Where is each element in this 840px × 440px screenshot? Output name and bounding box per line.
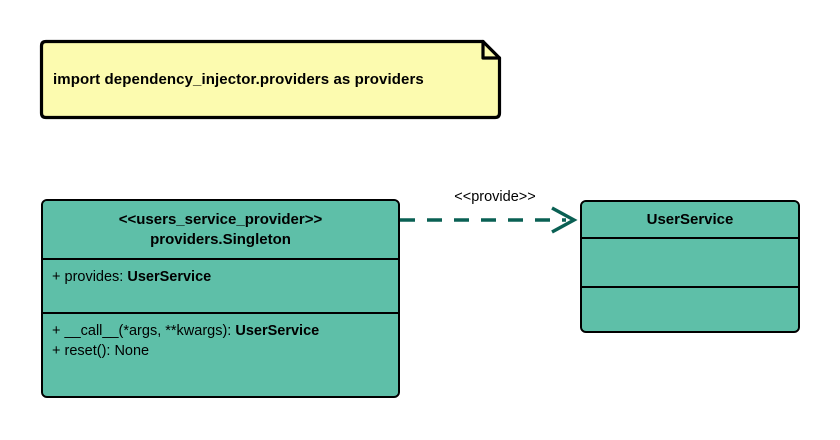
class-stereotype: <<users_service_provider>> xyxy=(118,210,323,228)
attribute-row: + provides: UserService xyxy=(52,267,398,287)
class-attributes-compartment xyxy=(582,237,798,286)
note-text: import dependency_injector.providers as … xyxy=(53,71,424,88)
method-label: reset(): xyxy=(64,343,111,359)
attribute-visibility: + xyxy=(52,269,61,285)
provide-arrowhead-icon xyxy=(551,206,578,234)
method-label: __call__(*args, **kwargs): xyxy=(64,323,232,339)
method-return-type: None xyxy=(114,343,150,359)
class-title-compartment: <<users_service_provider>> providers.Sin… xyxy=(43,201,398,258)
class-methods-compartment: + __call__(*args, **kwargs): UserService… xyxy=(43,312,398,395)
method-visibility: + xyxy=(52,343,61,359)
class-box-users-service-provider[interactable]: <<users_service_provider>> providers.Sin… xyxy=(41,199,400,398)
class-name: providers.Singleton xyxy=(150,230,291,248)
class-methods-compartment xyxy=(582,286,798,330)
class-name: UserService xyxy=(646,210,734,228)
attribute-type: UserService xyxy=(127,269,212,285)
connector-label-provide: <<provide>> xyxy=(454,189,536,205)
uml-note[interactable]: import dependency_injector.providers as … xyxy=(39,39,502,120)
method-return-type: UserService xyxy=(235,323,320,339)
note-shape-icon xyxy=(39,39,502,120)
method-row: + __call__(*args, **kwargs): UserService xyxy=(52,321,398,341)
method-visibility: + xyxy=(52,323,61,339)
class-box-user-service[interactable]: UserService xyxy=(580,200,800,333)
class-attributes-compartment: + provides: UserService xyxy=(43,258,398,312)
attribute-label: provides: xyxy=(64,269,124,285)
class-title-compartment: UserService xyxy=(582,202,798,237)
method-row: + reset(): None xyxy=(52,341,398,361)
